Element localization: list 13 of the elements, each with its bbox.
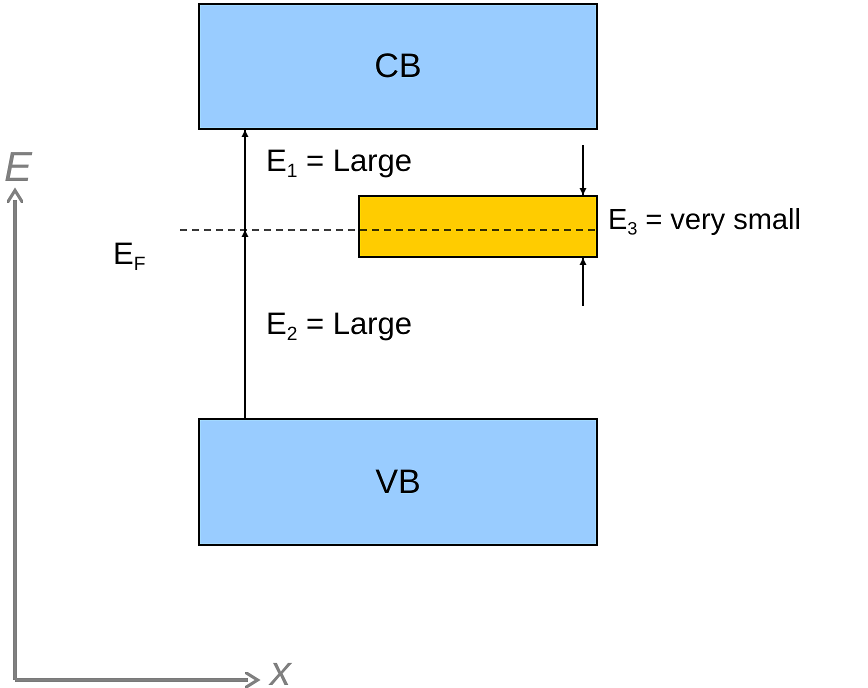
arrow (242, 230, 248, 418)
energy-label: E$_{F}$ (113, 238, 146, 274)
band-label: CB (374, 47, 422, 86)
axis-label: E (4, 146, 32, 188)
energy-label: E$_{2}$ = Large (266, 308, 412, 344)
energy-band (358, 195, 598, 258)
conduction-band-box (198, 3, 598, 130)
energy-label: E$_{3}$ = very small (608, 206, 801, 238)
energy-label: E$_{1}$ = Large (266, 145, 412, 181)
band-label: VB (375, 462, 421, 502)
axis-label: x (270, 650, 291, 688)
valence-band-box (198, 418, 598, 546)
arrow (242, 130, 248, 230)
